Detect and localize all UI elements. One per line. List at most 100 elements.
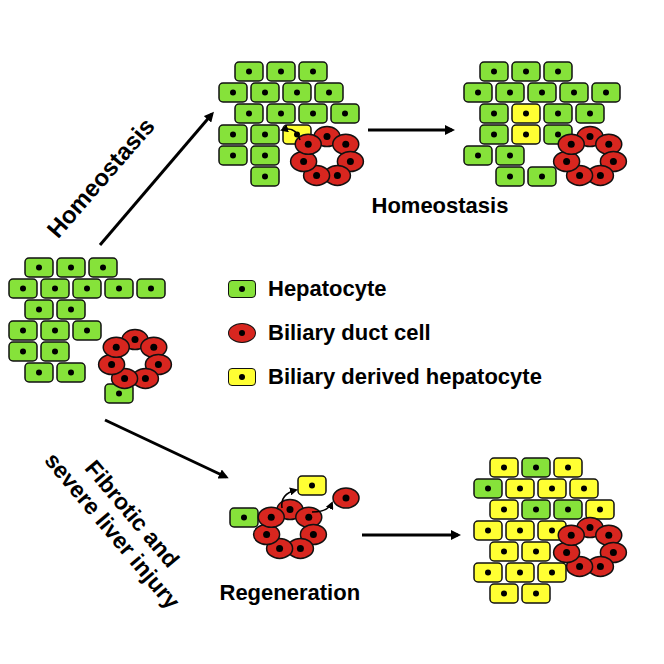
hepatocyte-cell — [137, 279, 165, 298]
hepatocyte-cell — [570, 479, 598, 498]
cell-nucleus — [100, 265, 106, 271]
cell-nucleus — [148, 286, 154, 292]
hepatocyte-cell — [235, 62, 263, 81]
cell-nucleus — [305, 514, 312, 521]
hepatocyte-cell — [522, 584, 550, 603]
cell-nucleus — [84, 286, 90, 292]
conversion-arrow — [282, 129, 300, 140]
biliary-cell — [554, 543, 580, 563]
hepatocyte-cell — [506, 563, 534, 582]
cell-nucleus — [287, 506, 294, 513]
swatch-nucleus — [239, 330, 245, 336]
legend-text: Biliary derived hepatocyte — [268, 364, 542, 390]
hepatocyte-cell — [331, 104, 359, 123]
hepatocyte-cell — [554, 458, 582, 477]
cell-nucleus — [116, 391, 122, 397]
cell-nucleus — [555, 111, 561, 117]
hepatocyte-cell — [522, 542, 550, 561]
pathway-label: Homeostasis — [41, 112, 160, 243]
swatch-nucleus — [239, 286, 245, 292]
biliary-cell — [558, 525, 584, 545]
hepatocyte-cell — [490, 458, 518, 477]
cell-nucleus — [485, 528, 491, 534]
hepatocyte-cell — [89, 258, 117, 277]
cell-nucleus — [597, 507, 603, 513]
conversion-arrow — [312, 503, 332, 512]
cell-nucleus — [597, 563, 604, 570]
cell-nucleus — [549, 486, 555, 492]
hepatocyte-cell — [480, 104, 508, 123]
biliary-cell — [558, 134, 584, 154]
pathway-label: Fibrotic and severe liver injury — [27, 416, 217, 628]
cell-nucleus — [268, 514, 275, 521]
cell-nucleus — [262, 132, 268, 138]
cell-nucleus — [568, 141, 575, 148]
state-label: Homeostasis — [372, 193, 509, 218]
hepatocyte-cell — [41, 342, 69, 361]
cell-nucleus — [555, 69, 561, 75]
legend-swatch — [228, 280, 256, 298]
cell-nucleus — [262, 174, 268, 180]
hepatocyte-cell — [298, 476, 326, 495]
cell-nucleus — [324, 133, 331, 140]
hepatocyte-cell — [73, 321, 101, 340]
cell-nucleus — [539, 90, 545, 96]
hepatocyte-cell — [512, 125, 540, 144]
cell-nucleus — [491, 69, 497, 75]
cell-nucleus — [605, 141, 612, 148]
cell-nucleus — [20, 328, 26, 334]
cell-nucleus — [68, 307, 74, 313]
cell-nucleus — [326, 90, 332, 96]
hepatocyte-cell — [235, 104, 263, 123]
hepatocyte-cell — [522, 500, 550, 519]
cell-nucleus — [555, 132, 561, 138]
cell-nucleus — [305, 141, 312, 148]
hepatocyte-cell — [528, 167, 556, 186]
cell-nucleus — [507, 174, 513, 180]
cell-nucleus — [230, 132, 236, 138]
cell-nucleus — [294, 90, 300, 96]
cell-nucleus — [549, 570, 555, 576]
hepatocyte-cell — [554, 500, 582, 519]
cell-nucleus — [485, 486, 491, 492]
hepatocyte-cell — [299, 104, 327, 123]
cell-nucleus — [475, 90, 481, 96]
cell-nucleus — [563, 549, 570, 556]
hepatocyte-cell — [105, 279, 133, 298]
hepatocyte-cell — [251, 146, 279, 165]
cell-nucleus — [517, 486, 523, 492]
hepatocyte-cell — [25, 300, 53, 319]
cell-nucleus — [581, 486, 587, 492]
cell-nucleus — [501, 507, 507, 513]
cell-nucleus — [571, 90, 577, 96]
cell-nucleus — [507, 153, 513, 159]
cell-nucleus — [576, 563, 583, 570]
hepatocyte-cell — [251, 83, 279, 102]
hepatocyte-cell — [219, 83, 247, 102]
cell-nucleus — [142, 375, 149, 382]
hepatocyte-cell — [299, 62, 327, 81]
pathway-arrow — [362, 534, 458, 537]
hepatocyte-cell — [538, 563, 566, 582]
legend-text: Hepatocyte — [268, 276, 387, 302]
cell-nucleus — [523, 132, 529, 138]
hepatocyte-cell — [592, 83, 620, 102]
cell-nucleus — [491, 111, 497, 117]
cell-nucleus — [230, 90, 236, 96]
hepatocyte-cell — [522, 458, 550, 477]
cell-nucleus — [605, 532, 612, 539]
cell-nucleus — [36, 265, 42, 271]
cell-nucleus — [310, 111, 316, 117]
hepatocyte-cell — [490, 542, 518, 561]
hepatocyte-cell — [464, 146, 492, 165]
cell-nucleus — [262, 90, 268, 96]
cell-nucleus — [533, 507, 539, 513]
hepatocyte-cell — [73, 279, 101, 298]
cell-nucleus — [278, 69, 284, 75]
cell-nucleus — [533, 591, 539, 597]
cell-nucleus — [132, 336, 139, 343]
cell-nucleus — [587, 111, 593, 117]
cell-nucleus — [491, 132, 497, 138]
cell-nucleus — [568, 532, 575, 539]
hepatocyte-cell — [544, 62, 572, 81]
